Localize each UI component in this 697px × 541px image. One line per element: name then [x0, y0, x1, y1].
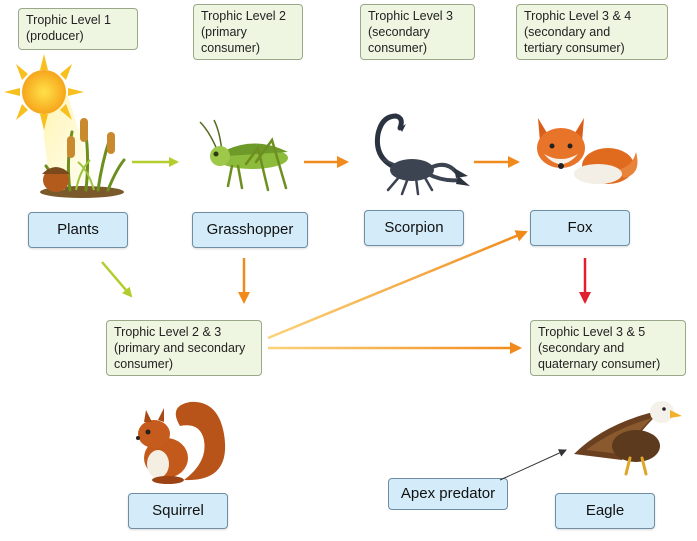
sun-and-plants-illustration [4, 54, 126, 198]
sunlight-beam [40, 87, 95, 187]
level-role: consumer) [201, 41, 261, 55]
level-role: (secondary and [524, 25, 611, 39]
scorpion-label: Scorpion [364, 210, 464, 246]
trophic-level-2-3-box: Trophic Level 2 & 3 (primary and seconda… [106, 320, 262, 376]
level-title: Trophic Level 1 [26, 13, 111, 27]
trophic-level-1-box: Trophic Level 1 (producer) [18, 8, 138, 50]
plants-label: Plants [28, 212, 128, 248]
level-role: (producer) [26, 29, 84, 43]
level-title: Trophic Level 3 [368, 9, 453, 23]
trophic-level-3-5-box: Trophic Level 3 & 5 (secondary and quate… [530, 320, 686, 376]
eagle-icon [574, 401, 682, 476]
grasshopper-label: Grasshopper [192, 212, 308, 248]
squirrel-icon [136, 401, 226, 484]
apex-predator-label: Apex predator [388, 478, 508, 510]
scorpion-icon [374, 113, 470, 196]
fox-icon [537, 118, 638, 184]
level-title: Trophic Level 2 [201, 9, 286, 23]
level-title: Trophic Level 3 & 4 [524, 9, 632, 23]
squirrel-label: Squirrel [128, 493, 228, 529]
level-role: tertiary consumer) [524, 41, 625, 55]
sun-icon [4, 54, 84, 130]
level-role: (primary [201, 25, 247, 39]
level-role: (secondary and [538, 341, 625, 355]
level-role: (primary and secondary [114, 341, 246, 355]
arrow-squirrel-fox [267, 230, 528, 340]
arrow-plants-squirrel [101, 261, 133, 298]
eagle-label: Eagle [555, 493, 655, 529]
grasshopper-icon [199, 119, 288, 192]
level-role: consumer) [368, 41, 428, 55]
level-role: (secondary [368, 25, 430, 39]
level-role: quaternary consumer) [538, 357, 661, 371]
trophic-level-2-box: Trophic Level 2 (primary consumer) [193, 4, 303, 60]
plants-icon [40, 118, 126, 198]
fox-label: Fox [530, 210, 630, 246]
level-title: Trophic Level 2 & 3 [114, 325, 222, 339]
level-title: Trophic Level 3 & 5 [538, 325, 646, 339]
trophic-level-3-4-box: Trophic Level 3 & 4 (secondary and terti… [516, 4, 668, 60]
level-role: consumer) [114, 357, 174, 371]
apex-pointer-line [499, 449, 567, 481]
trophic-level-3-box: Trophic Level 3 (secondary consumer) [360, 4, 475, 60]
